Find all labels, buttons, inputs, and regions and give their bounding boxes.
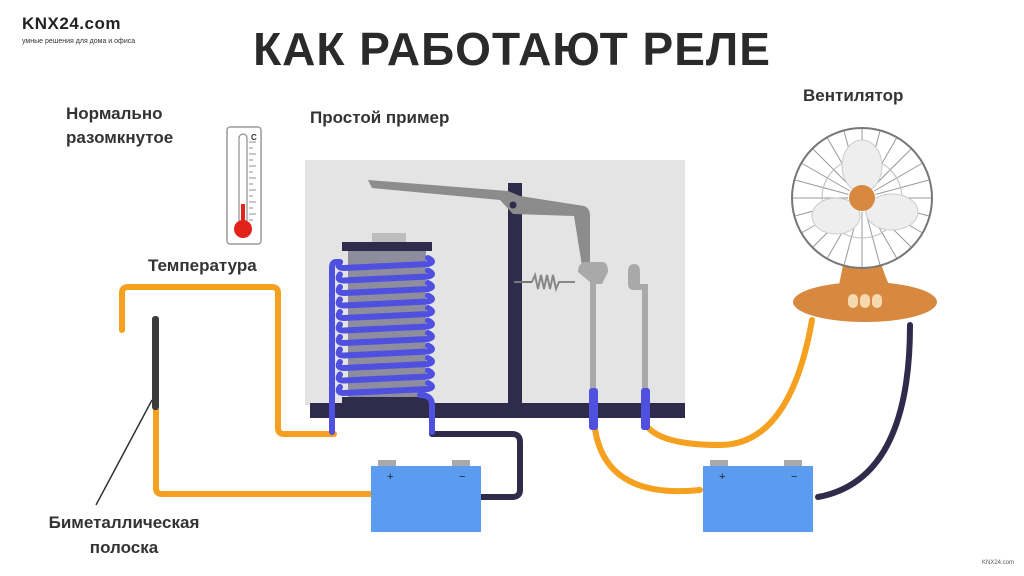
fan-icon [791, 127, 937, 322]
armature-post [508, 183, 522, 405]
brand-tagline: умные решения для дома и офиса [22, 38, 136, 45]
simple-example-label: Простой пример [310, 108, 450, 127]
coil-turn [335, 292, 435, 309]
spring [531, 271, 575, 293]
fixed-contact [628, 264, 648, 400]
armature-pivot [509, 201, 517, 209]
coil-return-wire [429, 431, 523, 500]
moving-contact-terminal [589, 388, 598, 430]
battery-2-minus: − [791, 471, 797, 483]
battery-2 [703, 466, 813, 532]
switch-wire [591, 417, 703, 495]
coil-turn [335, 330, 435, 347]
coil-turn [335, 267, 435, 284]
battery-2-terminal-minus [784, 460, 802, 467]
coil-cap [342, 242, 432, 251]
fan-guard-spoke [795, 179, 849, 195]
battery-1 [371, 466, 481, 532]
coil-lead-right [417, 392, 435, 435]
fan-guard-spoke [801, 163, 851, 192]
coil-turn [335, 355, 435, 372]
bimetal-wire [153, 407, 375, 497]
fixed-contact-terminal [641, 388, 650, 430]
fan-return-wire [815, 322, 913, 500]
coil-turn [335, 367, 435, 384]
battery-2-plus: + [719, 471, 725, 483]
fan-guard-spoke [865, 211, 881, 265]
battery-1-minus: − [459, 471, 465, 483]
normally-open-label: Нормально разомкнутое [66, 104, 174, 147]
battery-2-terminal-plus [710, 460, 728, 467]
watermark: KNX24.com [981, 560, 1014, 566]
fan-label: Вентилятор [803, 86, 904, 105]
coil-turn [335, 255, 435, 272]
fan-wire [643, 317, 815, 448]
coil-top-highlight [372, 233, 406, 242]
coil-turn [335, 342, 435, 359]
thermometer-icon: C [226, 126, 262, 245]
coil-foot [342, 397, 432, 405]
battery-1-terminal-plus [378, 460, 396, 467]
armature-lever [368, 180, 590, 272]
battery-1-terminal-minus [452, 460, 470, 467]
bimetal-pointer-line [95, 399, 153, 506]
coil-lead-left [329, 259, 343, 435]
moving-contact [578, 262, 608, 400]
battery-1-plus: + [387, 471, 393, 483]
bimetal-strip-dark [152, 316, 159, 410]
coil-turn [335, 317, 435, 334]
coil-windings [335, 255, 435, 397]
relay-base [310, 403, 685, 418]
bimetal-label: Биметаллическая полоска [48, 513, 200, 557]
coil-turn [335, 380, 435, 397]
temperature-label: Температура [148, 256, 257, 275]
fan-guard-spoke [873, 163, 923, 192]
thermometer-unit: C [251, 133, 257, 142]
fan-guard-spoke [875, 179, 929, 195]
coil-turn [335, 280, 435, 297]
brand-logo: KNX24.com [22, 14, 121, 33]
page-title: КАК РАБОТАЮТ РЕЛЕ [253, 23, 771, 75]
coil-turn [335, 305, 435, 322]
temperature-wire [119, 284, 337, 437]
